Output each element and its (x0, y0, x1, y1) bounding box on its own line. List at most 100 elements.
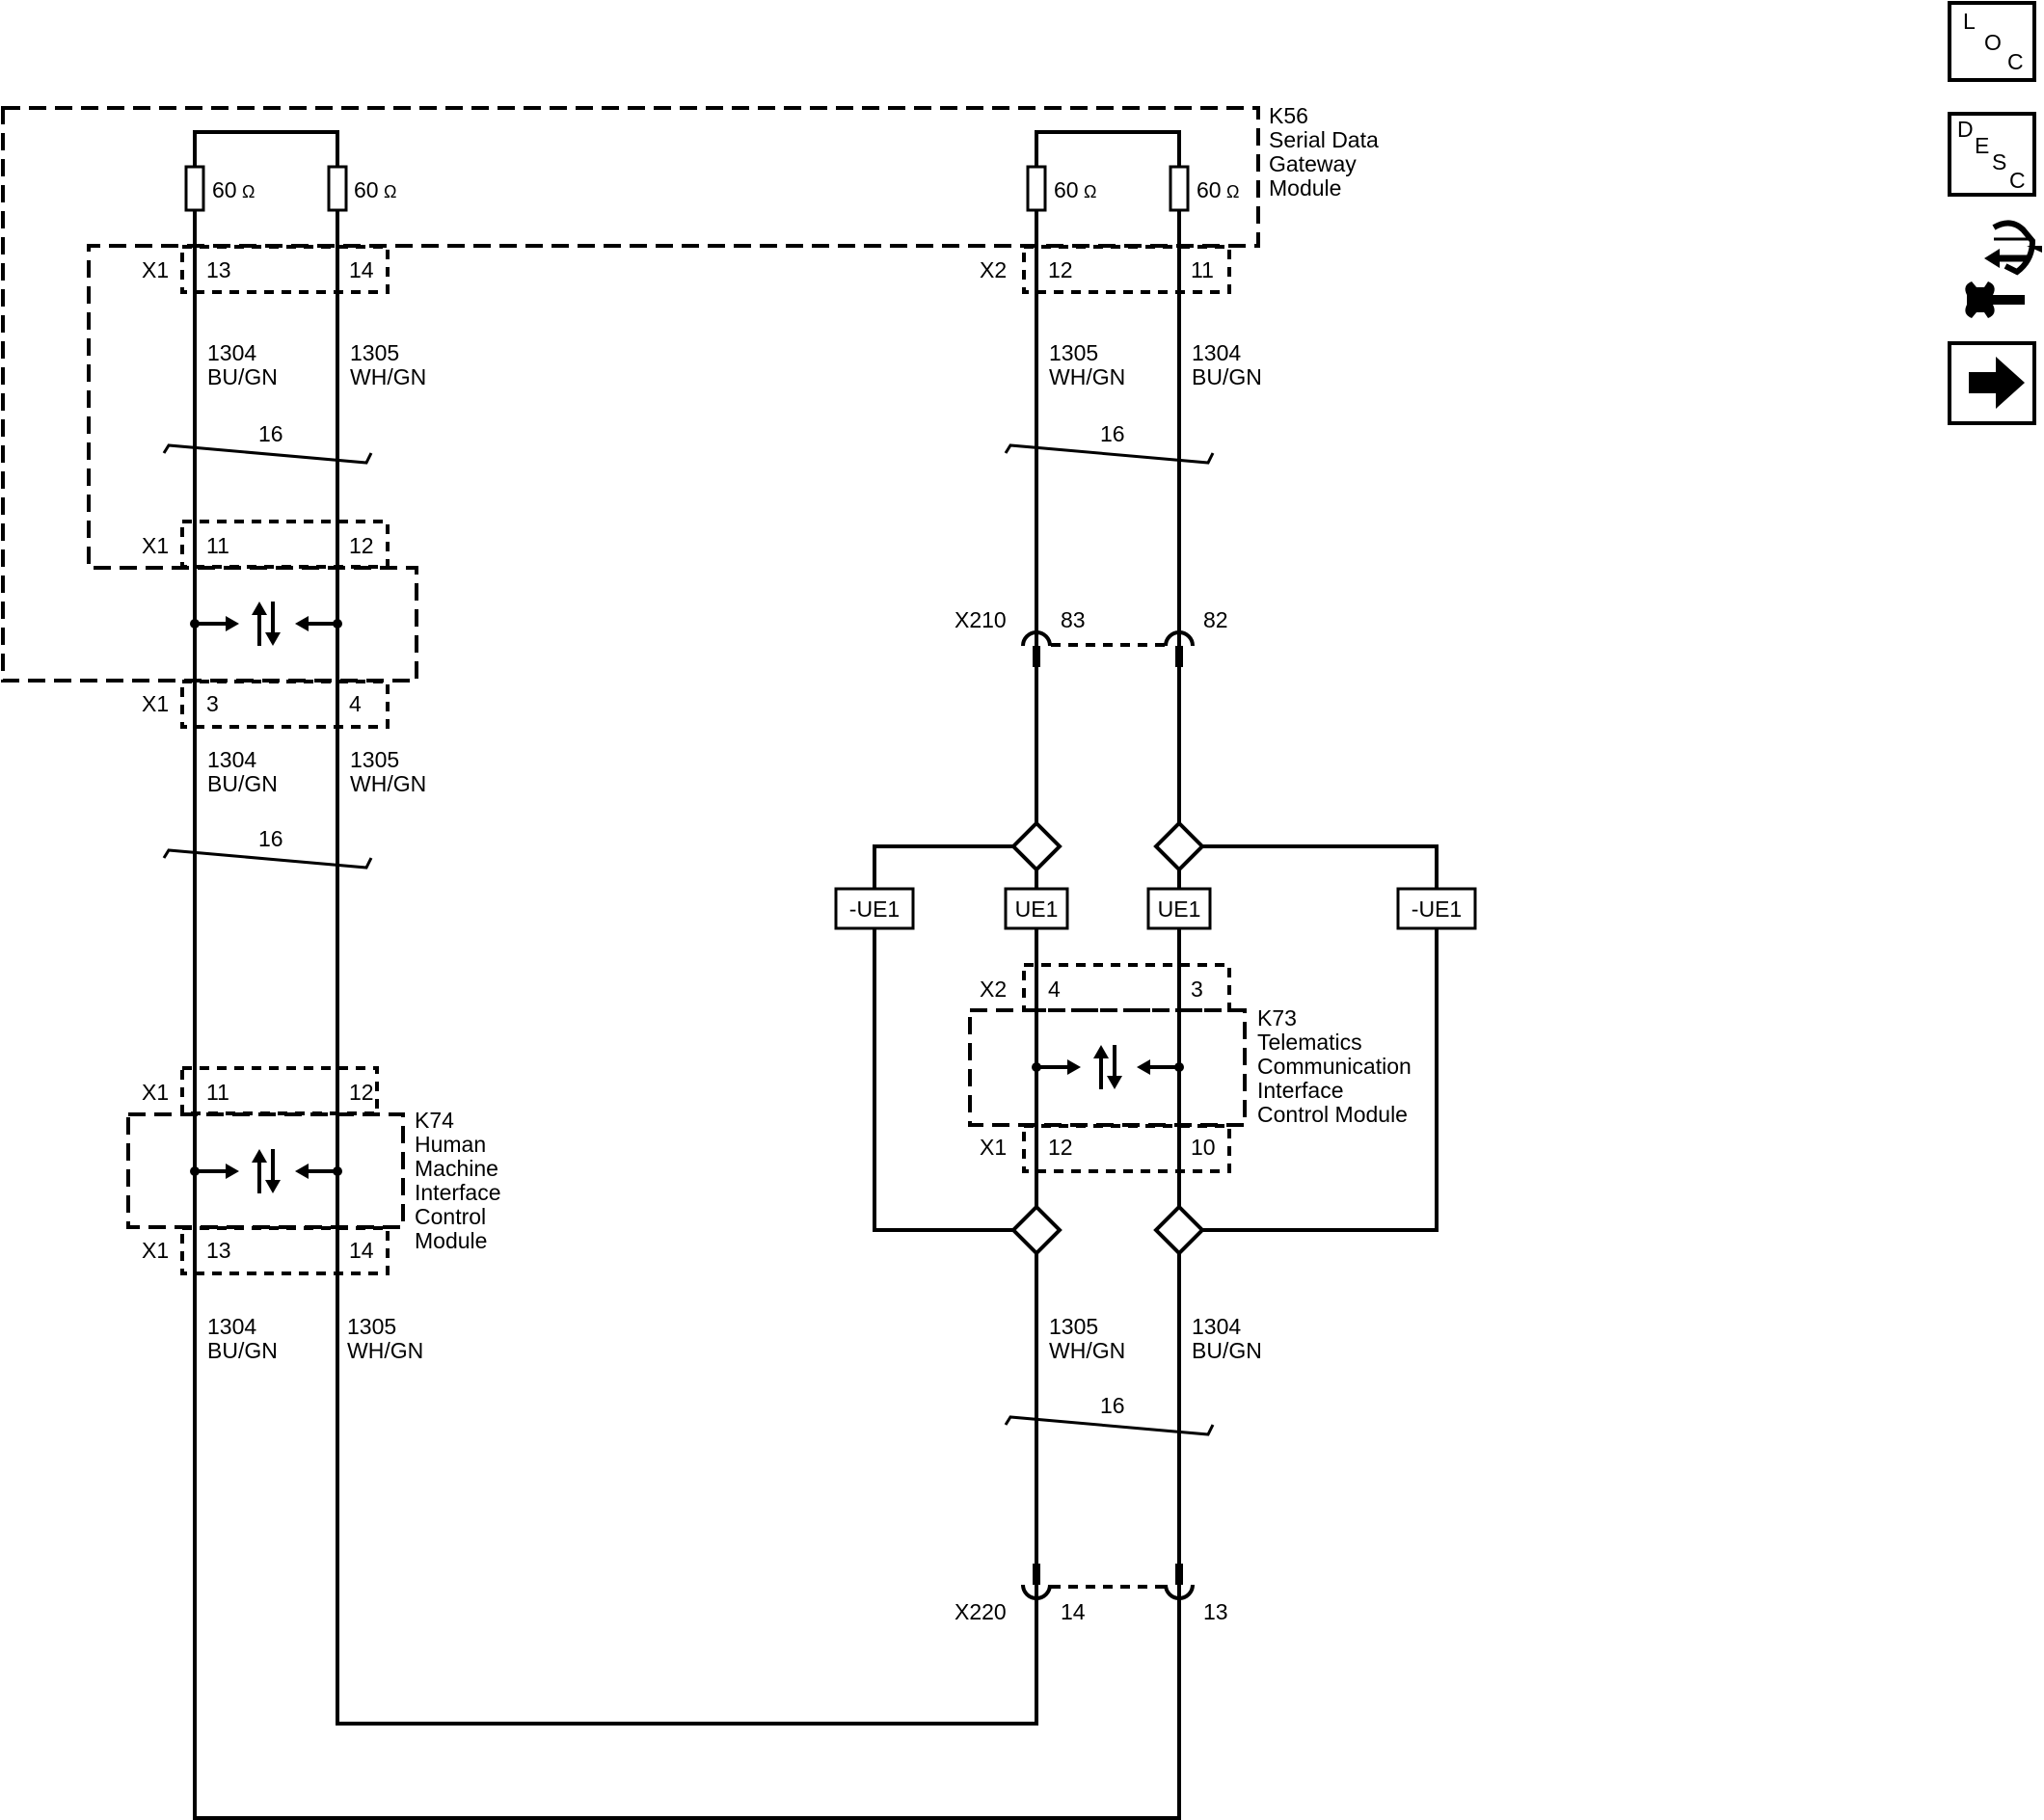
k74-module-name: Control (415, 1204, 486, 1229)
k73-module-name: Control Module (1257, 1102, 1408, 1127)
desc-icon[interactable]: D E S C (1948, 112, 2036, 197)
k56-x1-mid-connector (180, 520, 390, 569)
k74-module-name: Module (415, 1228, 487, 1253)
serial-data-symbol (190, 602, 342, 646)
circuit-number: 1304 (207, 340, 256, 365)
k56-module-outline (1, 106, 1260, 682)
k74-module-name: Human (415, 1132, 486, 1157)
k74-module-outline (126, 1112, 405, 1229)
loc-icon[interactable]: L O C (1948, 1, 2036, 82)
twist-label: 16 (1100, 1393, 1125, 1418)
option-branch-left (873, 844, 1014, 1232)
pin-label: 3 (1191, 977, 1203, 1002)
pin-label: 13 (1203, 1599, 1228, 1624)
loc-icon-letter: C (2007, 49, 2024, 74)
circuit-number: 1304 (207, 747, 256, 772)
option-branch-right (1201, 844, 1439, 1232)
inline-connector-x220 (1021, 1564, 1195, 1600)
k74-module-id: K74 (415, 1108, 454, 1133)
twist-mark (1004, 1415, 1215, 1436)
pin-label: 11 (1191, 257, 1214, 282)
ohm-symbol: Ω (384, 182, 396, 201)
ohm-symbol: Ω (1226, 182, 1239, 201)
serial-data-symbol (1032, 1045, 1184, 1089)
option-box-not-ue1-left (834, 887, 915, 930)
resistor-icon (327, 165, 348, 212)
k74-module-name: Interface (415, 1180, 501, 1205)
connector-label: X1 (980, 1135, 1007, 1160)
k56-module-id: K56 (1269, 103, 1308, 128)
loc-icon-letter: L (1963, 9, 1976, 34)
pin-label: 12 (349, 533, 374, 558)
connector-label: X2 (980, 977, 1007, 1002)
pin-label: 12 (1048, 257, 1073, 282)
option-label: -UE1 (849, 897, 900, 922)
ohm-symbol: Ω (1084, 182, 1096, 201)
splice-diamond-icon (1153, 1204, 1205, 1256)
desc-icon-letter: C (2009, 168, 2026, 193)
k73-module-outline (968, 1008, 1247, 1127)
circuit-labels: 1304 BU/GN 1305 WH/GN 1305 WH/GN 1304 BU… (207, 340, 1262, 1363)
wire-color: WH/GN (1049, 364, 1125, 389)
circuit-number: 1304 (1192, 1314, 1241, 1339)
pin-label: 3 (206, 691, 219, 716)
wire-color: BU/GN (207, 771, 278, 796)
wire-color: BU/GN (207, 364, 278, 389)
wire-color: WH/GN (350, 364, 426, 389)
pin-label: 12 (1048, 1135, 1073, 1160)
pin-label: 83 (1061, 607, 1086, 632)
desc-icon-letter: D (1957, 117, 1974, 142)
k73-module-name: Communication (1257, 1054, 1412, 1079)
k73-module-name: Interface (1257, 1078, 1344, 1103)
k56-module-name: Module (1269, 175, 1341, 201)
splice-diamond-icon (1153, 820, 1205, 872)
serial-data-symbol (190, 1149, 342, 1193)
connector-label: X210 (955, 607, 1007, 632)
pin-label: 11 (206, 1080, 229, 1105)
wire-color: BU/GN (1192, 1338, 1262, 1363)
connector-label: X1 (142, 691, 169, 716)
resistor-value-label: 60 (1197, 177, 1222, 202)
k56-x1-top-connector (180, 245, 390, 294)
resistor-value-label: 60 (212, 177, 237, 202)
splice-diamond-icon (1010, 820, 1062, 872)
circuit-number: 1305 (1049, 1314, 1098, 1339)
option-label: UE1 (1158, 897, 1201, 922)
loc-icon-letter: O (1984, 30, 2002, 55)
splice-diamond-icon (1010, 1204, 1062, 1256)
wire-color: WH/GN (1049, 1338, 1125, 1363)
connector-label: X1 (142, 1080, 169, 1105)
pin-label: 13 (206, 1238, 231, 1263)
ohm-symbol: Ω (242, 182, 255, 201)
next-arrow-icon[interactable] (1948, 341, 2036, 425)
option-label: UE1 (1015, 897, 1059, 922)
k56-x1-low-connector (180, 680, 390, 729)
k73-x1-connector (1022, 1124, 1231, 1173)
option-box-not-ue1-right (1396, 887, 1477, 930)
circuit-number: 1305 (347, 1314, 396, 1339)
connector-label: X1 (142, 1238, 169, 1263)
pin-label: 12 (349, 1080, 374, 1105)
wire-color: BU/GN (1192, 364, 1262, 389)
wire-color: WH/GN (350, 771, 426, 796)
circuit-number: 1305 (1049, 340, 1098, 365)
k56-module-name: Serial Data (1269, 127, 1379, 152)
resistor-icon (1026, 165, 1047, 212)
twist-label: 16 (1100, 421, 1125, 446)
resistor-icon (184, 165, 205, 212)
inline-connector-x210 (1021, 630, 1195, 667)
wire-bottom-1305-loop (337, 1591, 1038, 1726)
k74-module-name: Machine (415, 1156, 498, 1181)
pin-label: 10 (1191, 1135, 1216, 1160)
twisted-pair-marks: 16 16 16 16 (162, 421, 1215, 1436)
connector-hand-wrench-icon[interactable] (1965, 220, 2042, 318)
pin-label: 14 (1061, 1599, 1086, 1624)
k74-x1-top-connector (180, 1066, 379, 1115)
pin-label: 14 (349, 257, 374, 282)
k74-x1-bot-connector (180, 1226, 390, 1275)
wire-color: WH/GN (347, 1338, 423, 1363)
twist-mark (162, 848, 373, 870)
wire-color: BU/GN (207, 1338, 278, 1363)
k56-module-name: Gateway (1269, 151, 1357, 176)
